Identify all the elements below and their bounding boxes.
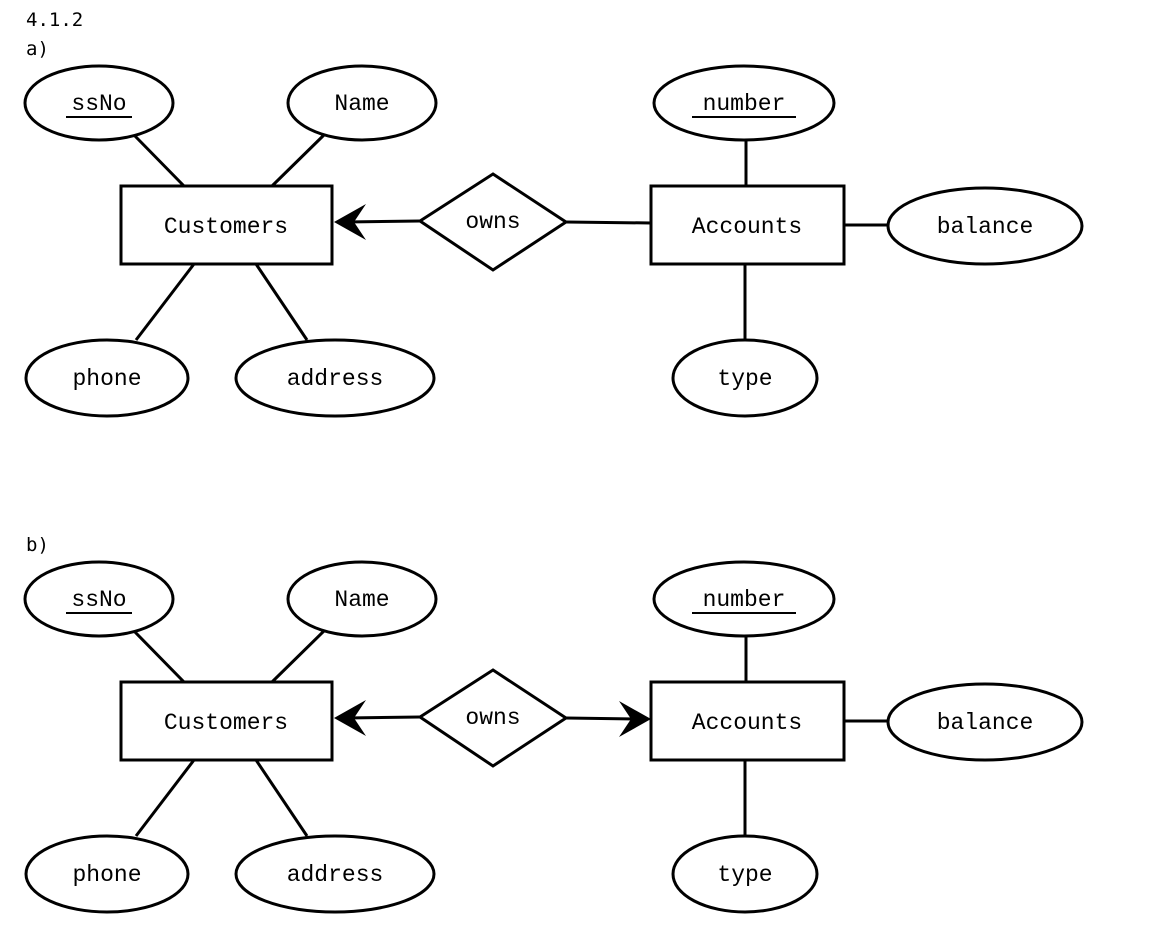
accounts-box bbox=[649, 184, 846, 266]
arrowhead-to-accounts bbox=[619, 701, 651, 737]
attribute-balance: balance bbox=[886, 682, 1084, 762]
owns-diamond bbox=[417, 172, 569, 272]
er-diagram-b: Customers Accounts owns ssNo Name phone … bbox=[23, 560, 1084, 914]
owns-accounts-line bbox=[565, 716, 641, 721]
owns-label: owns bbox=[465, 705, 520, 731]
owns-diamond bbox=[417, 668, 569, 768]
phone-label: phone bbox=[72, 862, 141, 888]
entity-customers: Customers bbox=[119, 680, 334, 762]
attribute-phone: phone bbox=[24, 338, 190, 418]
arrowhead-to-customers bbox=[334, 204, 366, 240]
address-label: address bbox=[287, 862, 384, 888]
number-label: number bbox=[703, 587, 786, 613]
accounts-label: Accounts bbox=[692, 710, 802, 736]
relationship-owns: owns bbox=[417, 668, 569, 768]
address-ellipse bbox=[234, 834, 436, 914]
attribute-name: Name bbox=[286, 64, 438, 142]
ssno-ellipse bbox=[23, 560, 175, 638]
name-customers-line bbox=[270, 627, 328, 684]
phone-customers-line bbox=[134, 759, 196, 837]
customers-box bbox=[119, 184, 334, 266]
ssno-label: ssNo bbox=[71, 91, 126, 117]
type-label: type bbox=[717, 862, 772, 888]
part-a-label: a) bbox=[26, 38, 49, 60]
attribute-balance: balance bbox=[886, 186, 1084, 266]
name-customers-line bbox=[270, 131, 328, 188]
address-customers-line bbox=[254, 263, 309, 341]
attribute-ssno: ssNo bbox=[23, 64, 175, 142]
phone-customers-line bbox=[134, 263, 196, 341]
phone-ellipse bbox=[24, 338, 190, 418]
balance-ellipse bbox=[886, 682, 1084, 762]
number-label: number bbox=[703, 91, 786, 117]
balance-label: balance bbox=[937, 710, 1034, 736]
entity-accounts: Accounts bbox=[649, 680, 846, 762]
er-diagram-a: Customers Accounts owns ssNo Name phone … bbox=[23, 64, 1084, 418]
entity-customers: Customers bbox=[119, 184, 334, 266]
ssno-label: ssNo bbox=[71, 587, 126, 613]
type-label: type bbox=[717, 366, 772, 392]
owns-customers-line bbox=[345, 219, 421, 224]
accounts-box bbox=[649, 680, 846, 762]
owns-customers-line bbox=[345, 715, 421, 720]
connector-lines bbox=[132, 627, 888, 837]
connector-lines bbox=[132, 131, 888, 341]
ssno-customers-line bbox=[132, 133, 186, 188]
accounts-label: Accounts bbox=[692, 214, 802, 240]
type-ellipse bbox=[671, 834, 819, 914]
customers-label: Customers bbox=[164, 214, 288, 240]
type-ellipse bbox=[671, 338, 819, 418]
address-label: address bbox=[287, 366, 384, 392]
address-ellipse bbox=[234, 338, 436, 418]
balance-ellipse bbox=[886, 186, 1084, 266]
name-label: Name bbox=[334, 91, 389, 117]
owns-accounts-line bbox=[565, 220, 652, 225]
number-ellipse bbox=[652, 560, 836, 638]
entity-accounts: Accounts bbox=[649, 184, 846, 266]
attribute-phone: phone bbox=[24, 834, 190, 914]
attribute-address: address bbox=[234, 834, 436, 914]
customers-label: Customers bbox=[164, 710, 288, 736]
name-ellipse bbox=[286, 560, 438, 638]
attribute-number: number bbox=[652, 560, 836, 638]
phone-ellipse bbox=[24, 834, 190, 914]
customers-box bbox=[119, 680, 334, 762]
relationship-owns: owns bbox=[417, 172, 569, 272]
section-number: 4.1.2 bbox=[26, 9, 84, 31]
attribute-ssno: ssNo bbox=[23, 560, 175, 638]
attribute-type: type bbox=[671, 834, 819, 914]
attribute-address: address bbox=[234, 338, 436, 418]
name-label: Name bbox=[334, 587, 389, 613]
balance-label: balance bbox=[937, 214, 1034, 240]
attribute-name: Name bbox=[286, 560, 438, 638]
ssno-customers-line bbox=[132, 629, 186, 684]
owns-label: owns bbox=[465, 209, 520, 235]
phone-label: phone bbox=[72, 366, 141, 392]
arrowhead-to-customers bbox=[334, 700, 366, 736]
attribute-type: type bbox=[671, 338, 819, 418]
attribute-number: number bbox=[652, 64, 836, 142]
number-ellipse bbox=[652, 64, 836, 142]
part-b-label: b) bbox=[26, 534, 49, 556]
name-ellipse bbox=[286, 64, 438, 142]
address-customers-line bbox=[254, 759, 309, 837]
ssno-ellipse bbox=[23, 64, 175, 142]
